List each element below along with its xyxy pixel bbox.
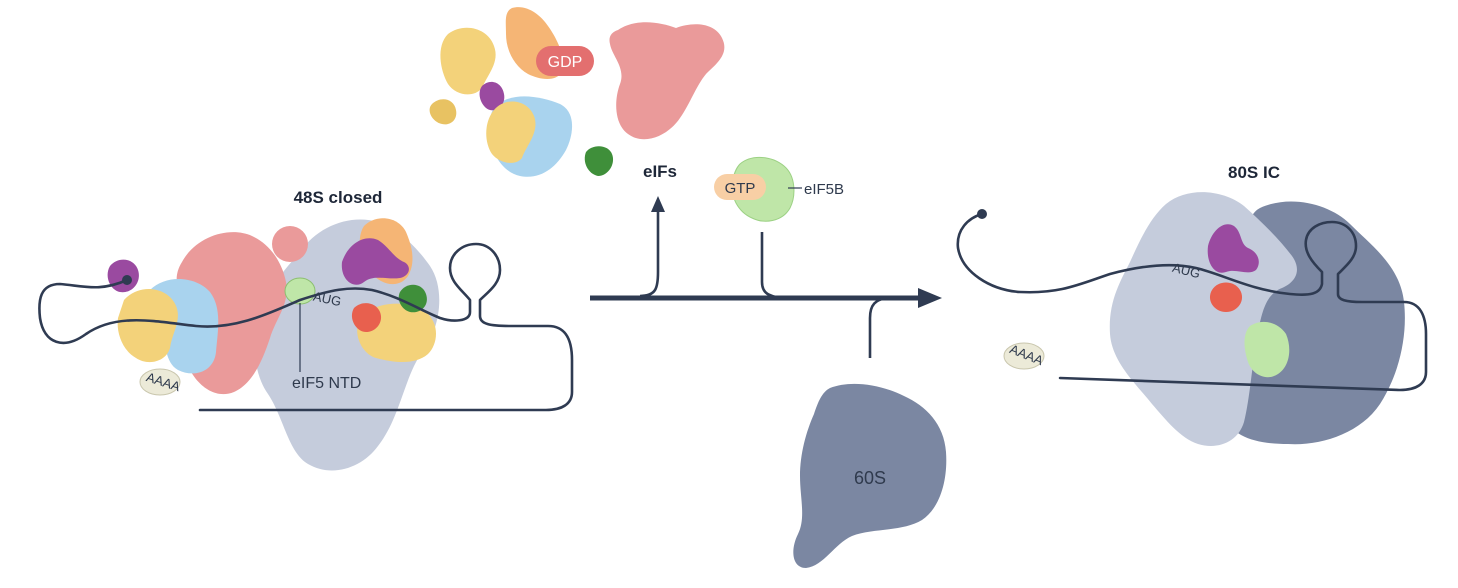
polya-cap-80s	[1003, 342, 1045, 370]
gtp-label: GTP	[725, 180, 756, 197]
process-arrows	[590, 196, 942, 358]
gdp-label: GDP	[548, 54, 583, 71]
eif5b-join-line	[760, 232, 781, 300]
main-arrow-head	[918, 288, 942, 308]
polya-cap-48s	[139, 368, 181, 396]
eif-green-dark-top	[584, 146, 614, 176]
mrna-80s	[956, 212, 1428, 392]
label-60s: 60S	[854, 468, 886, 488]
mrna-48s	[38, 242, 574, 412]
eif-yellow-blob-1	[117, 288, 178, 363]
released-eifs-cluster: GDP	[429, 7, 725, 177]
eif-purple-top	[479, 81, 505, 111]
stage-label-48s: 48S closed	[294, 188, 383, 207]
eif-purple-48s	[107, 259, 139, 293]
eifs-label: eIFs	[643, 162, 677, 181]
trna-purple-80s	[1207, 224, 1259, 273]
eif-green-dark-48s	[398, 284, 427, 313]
eif-yellow-top-1	[440, 27, 496, 95]
mrna-cap-48s	[122, 275, 132, 285]
eifs-release-arrow	[639, 210, 660, 298]
aug-red-48s	[351, 303, 382, 332]
eif5b-green-80s	[1244, 321, 1290, 378]
subunit-60s: 60S	[793, 383, 947, 568]
eif5b-gtp: GTP eIF5B	[714, 157, 844, 222]
trna-purple-48s	[341, 238, 409, 285]
eif5b-label: eIF5B	[804, 181, 844, 198]
eif-pink-top	[609, 22, 725, 140]
eif-yellow-top-3	[429, 99, 457, 125]
gdp-badge	[536, 46, 594, 76]
mrna-cap-80s	[977, 209, 987, 219]
complex-80s-ic	[956, 192, 1428, 446]
eifs-release-arrow-head	[651, 196, 665, 212]
eif5-ntd-label: eIF5 NTD	[292, 375, 361, 392]
stage-label-80s: 80S IC	[1228, 163, 1280, 182]
60s-join-line	[868, 296, 887, 358]
aug-red-80s	[1209, 282, 1243, 312]
subunit-60s-body	[793, 383, 947, 568]
aug-label-80s: AUG	[1171, 260, 1202, 281]
eif-yellow-top-2	[486, 101, 536, 163]
complex-48s-closed	[38, 218, 574, 471]
gtp-badge	[714, 174, 766, 200]
aug-label-48s: AUG	[312, 289, 343, 310]
eif-pink-small	[272, 226, 308, 262]
